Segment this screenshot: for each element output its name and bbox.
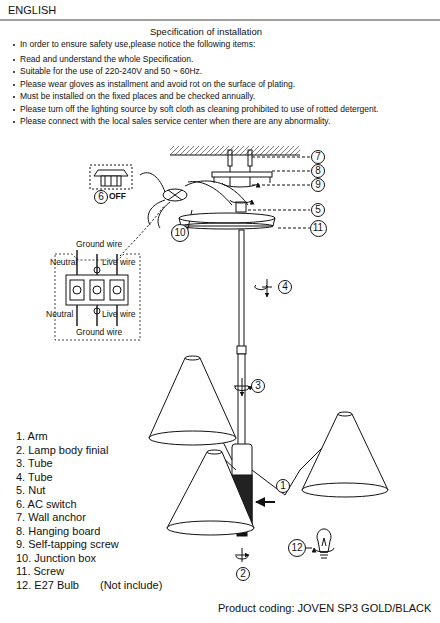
part-name: 6. AC switch bbox=[16, 498, 77, 510]
callout-circle: 9 bbox=[311, 178, 325, 192]
note: Must be installed on the fixed places an… bbox=[20, 92, 255, 101]
part-name: 2. Lamp body finial bbox=[16, 444, 108, 456]
wire-label: Live wire bbox=[102, 310, 136, 319]
note: In order to ensure safety use,please not… bbox=[20, 40, 255, 49]
callout-circle: 1 bbox=[276, 479, 290, 493]
bullet bbox=[13, 84, 15, 86]
note: Please wear gloves as installment and av… bbox=[20, 80, 295, 89]
callout-number: 10 bbox=[174, 228, 185, 238]
callout-circle: 11 bbox=[310, 220, 327, 237]
note: Read and understand the whole Specificat… bbox=[20, 55, 193, 64]
part-name: 4. Tube bbox=[16, 471, 53, 483]
part-name: 5. Nut bbox=[16, 484, 45, 496]
callout-number: 5 bbox=[315, 205, 321, 215]
callout-circle: 12 bbox=[288, 539, 306, 557]
callout-number: 12 bbox=[291, 543, 302, 553]
callout-circle: 6 bbox=[94, 190, 108, 204]
part-name: 10. Junction box bbox=[16, 552, 96, 564]
part-name: 9. Self-tapping screw bbox=[16, 538, 119, 550]
callout-circle: 3 bbox=[251, 379, 265, 393]
note: Suitable for the use of 220-240V and 50 … bbox=[20, 67, 202, 76]
note: Please connect with the local sales serv… bbox=[20, 117, 330, 126]
callout-circle: 4 bbox=[278, 280, 292, 294]
part-name: 7. Wall anchor bbox=[16, 511, 86, 523]
terminal bbox=[110, 280, 124, 300]
callout-number: 3 bbox=[255, 381, 261, 391]
callout-circle: 5 bbox=[311, 203, 325, 217]
bullet bbox=[13, 96, 15, 98]
callout-circle: 7 bbox=[311, 150, 325, 164]
part-name: 12. E27 Bulb bbox=[16, 579, 79, 591]
wire-label: Neutral bbox=[50, 258, 77, 267]
terminal bbox=[70, 280, 84, 300]
callout-number: 11 bbox=[313, 223, 323, 233]
callout-number: 4 bbox=[282, 282, 288, 292]
switch-state: OFF bbox=[109, 192, 126, 201]
wire-label: Ground wire bbox=[76, 328, 122, 337]
wire-label: Neutral bbox=[46, 310, 73, 319]
callout-circle: 10 bbox=[171, 224, 189, 242]
callout-number: 9 bbox=[315, 180, 321, 190]
terminal-screw bbox=[93, 286, 101, 294]
callout-number: 2 bbox=[240, 569, 246, 579]
callout-number: 8 bbox=[315, 166, 321, 176]
note: Please turn off the lighting source by s… bbox=[20, 105, 379, 114]
callout-number: 1 bbox=[280, 481, 286, 491]
bullet bbox=[13, 71, 15, 73]
bullet bbox=[13, 44, 15, 46]
terminal-screw bbox=[113, 286, 121, 294]
part-name: 1. Arm bbox=[16, 430, 48, 442]
part-name: 8. Hanging board bbox=[16, 525, 100, 537]
language-heading: ENGLISH bbox=[8, 4, 56, 16]
part-name: 11. Screw bbox=[16, 565, 64, 577]
callout-number: 6 bbox=[98, 192, 104, 202]
bullet bbox=[13, 59, 15, 61]
terminal-screw bbox=[73, 286, 81, 294]
bullet bbox=[13, 109, 15, 111]
heading: Specification of installation bbox=[150, 26, 262, 37]
callout-circle: 8 bbox=[311, 164, 325, 178]
terminal bbox=[90, 280, 104, 300]
callout-number: 7 bbox=[315, 152, 321, 162]
product-code: Product coding: JOVEN SP3 GOLD/BLACK bbox=[218, 602, 431, 614]
part-name: 3. Tube bbox=[16, 457, 53, 469]
callout-circle: 2 bbox=[236, 567, 250, 581]
part-note: (Not include) bbox=[100, 579, 162, 591]
wire-label: Ground wire bbox=[76, 240, 122, 249]
wire-label: Live wire bbox=[102, 258, 136, 267]
bullet bbox=[13, 121, 15, 123]
